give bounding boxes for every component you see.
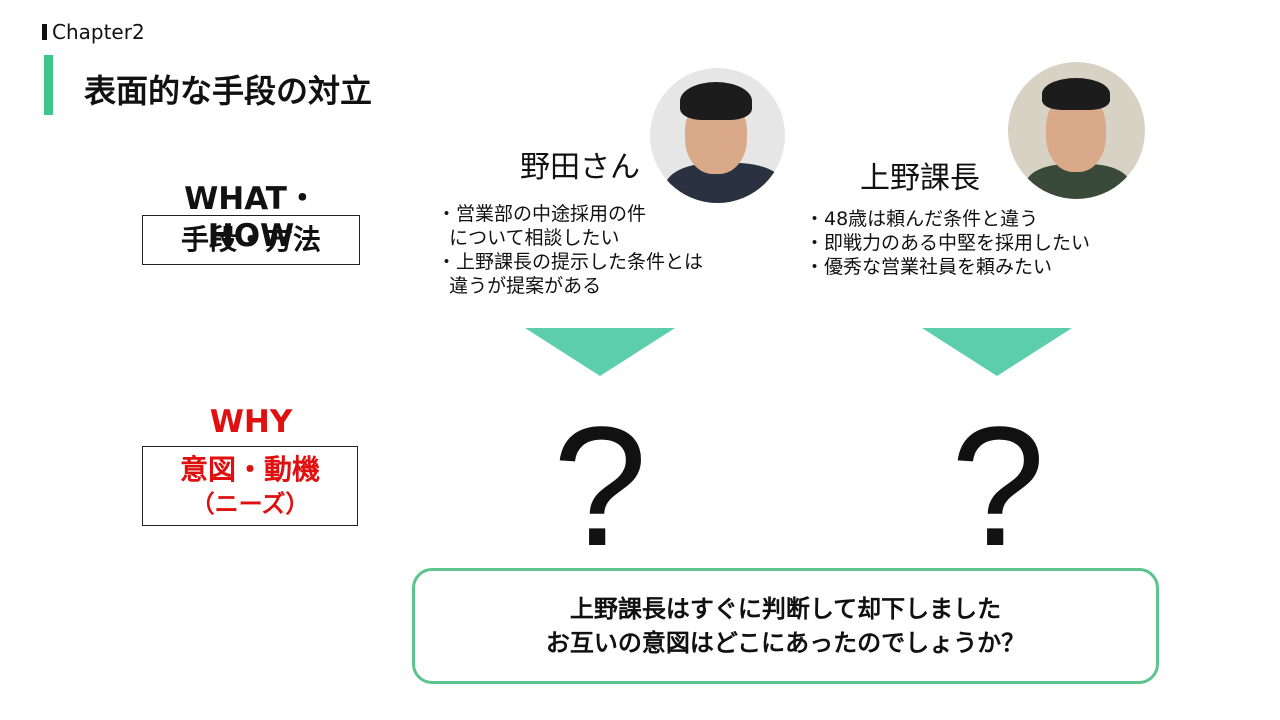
person-name-noda: 野田さん [520,150,640,185]
question-line-2: お互いの意図はどこにあったのでしょうか？ [545,629,1026,657]
slide-title: 表面的な手段の対立 [84,72,373,110]
down-arrow-left [525,328,675,376]
what-how-label: WHAT・HOW [184,181,318,254]
chapter-label: Chapter2 [52,20,145,44]
ueno-photo [1008,62,1145,199]
noda-photo [650,68,785,203]
why-label: WHY [209,404,293,440]
intent-box: 意図・動機 （ニーズ） [142,446,358,526]
bullet: ・優秀な営業社員を頼みたい [805,256,1053,278]
means-box: 手段・方法 [142,215,360,265]
chapter-marker [42,24,47,40]
question-mark-right: ? [950,392,1046,582]
question-mark-left: ? [552,392,648,582]
ueno-bullets: ・48歳は頼んだ条件と違う ・即戦力のある中堅を採用したい ・優秀な営業社員を頼… [805,207,1090,279]
bullet: 違うが提案がある [437,275,602,297]
needs-label: （ニーズ） [190,490,310,518]
question-box: 上野課長はすぐに判断して却下しました お互いの意図はどこにあったのでしょうか？ [412,568,1159,684]
bullet: について相談したい [437,227,620,249]
question-line-1: 上野課長はすぐに判断して却下しました [569,595,1002,623]
title-accent-bar [44,55,53,115]
bullet: ・48歳は頼んだ条件と違う [805,208,1039,230]
bullet: ・即戦力のある中堅を採用したい [805,232,1091,254]
person-name-ueno: 上野課長 [860,161,980,196]
down-arrow-right [922,328,1072,376]
means-label: 手段・方法 [180,223,321,256]
noda-bullets: ・営業部の中途採用の件 について相談したい ・上野課長の提示した条件とは 違うが… [437,202,703,298]
bullet: ・営業部の中途採用の件 [437,203,647,225]
bullet: ・上野課長の提示した条件とは [437,251,704,273]
intent-label: 意図・動機 [179,453,320,486]
